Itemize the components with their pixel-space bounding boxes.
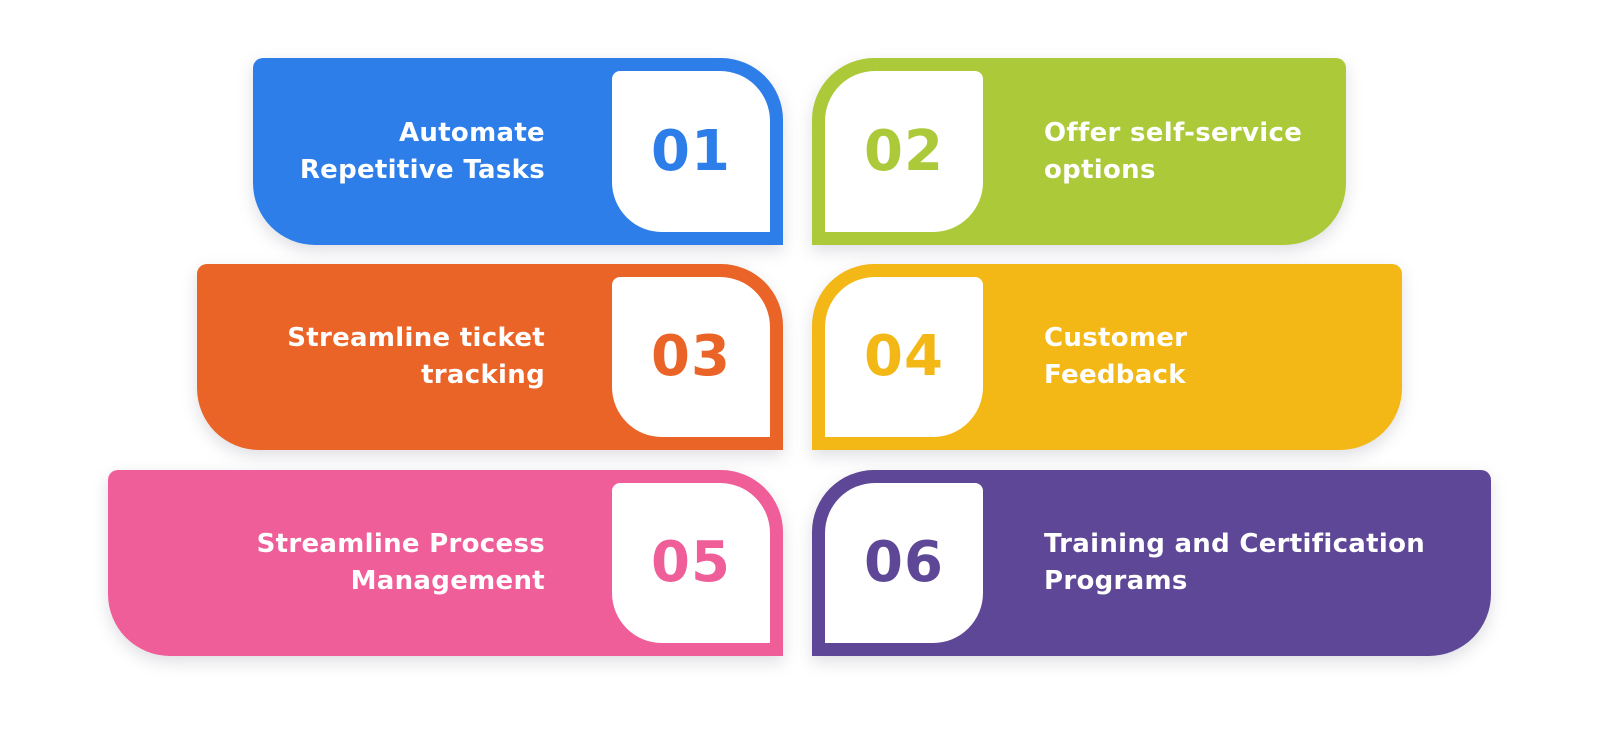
step-number-leaf-01: 01 [612, 71, 770, 232]
step-number-02: 02 [864, 118, 944, 184]
step-label-02-line1: Offer self-service [1044, 117, 1303, 148]
step-label-02: Offer self-service options [1044, 58, 1310, 245]
step-number-04: 04 [864, 324, 944, 389]
step-label-05-line1: Streamline Process [256, 529, 545, 559]
step-label-06-line2: Programs [1044, 566, 1188, 596]
step-label-04-line2: Feedback [1044, 360, 1186, 390]
step-label-05: Streamline Process Management [148, 470, 545, 656]
step-label-01: Automate Repetitive Tasks [293, 58, 545, 245]
step-number-leaf-03: 03 [612, 277, 770, 437]
step-number-01: 01 [651, 118, 731, 184]
step-label-06: Training and Certification Programs [1044, 470, 1455, 656]
step-card-05: Streamline Process Management 05 [108, 470, 783, 656]
step-number-05: 05 [651, 530, 731, 595]
step-number-leaf-02: 02 [825, 71, 983, 232]
step-number-leaf-06: 06 [825, 483, 983, 643]
step-label-03-line2: tracking [421, 360, 545, 390]
step-label-04: Customer Feedback [1044, 264, 1366, 450]
step-number-06: 06 [864, 530, 944, 595]
step-card-01: Automate Repetitive Tasks 01 [253, 58, 783, 245]
step-card-06: 06 Training and Certification Programs [812, 470, 1491, 656]
step-card-03: Streamline ticket tracking 03 [197, 264, 783, 450]
step-number-leaf-04: 04 [825, 277, 983, 437]
step-label-02-line2: options [1044, 154, 1156, 185]
step-card-04: 04 Customer Feedback [812, 264, 1402, 450]
step-label-03: Streamline ticket tracking [237, 264, 545, 450]
step-card-02: 02 Offer self-service options [812, 58, 1346, 245]
step-label-05-line2: Management [350, 566, 545, 596]
step-label-01-line2: Repetitive Tasks [299, 154, 545, 185]
step-number-03: 03 [651, 324, 731, 389]
step-label-06-line1: Training and Certification [1044, 529, 1426, 559]
step-label-03-line1: Streamline ticket [287, 323, 545, 353]
step-label-04-line1: Customer [1044, 323, 1188, 353]
step-label-01-line1: Automate [398, 117, 545, 148]
step-number-leaf-05: 05 [612, 483, 770, 643]
